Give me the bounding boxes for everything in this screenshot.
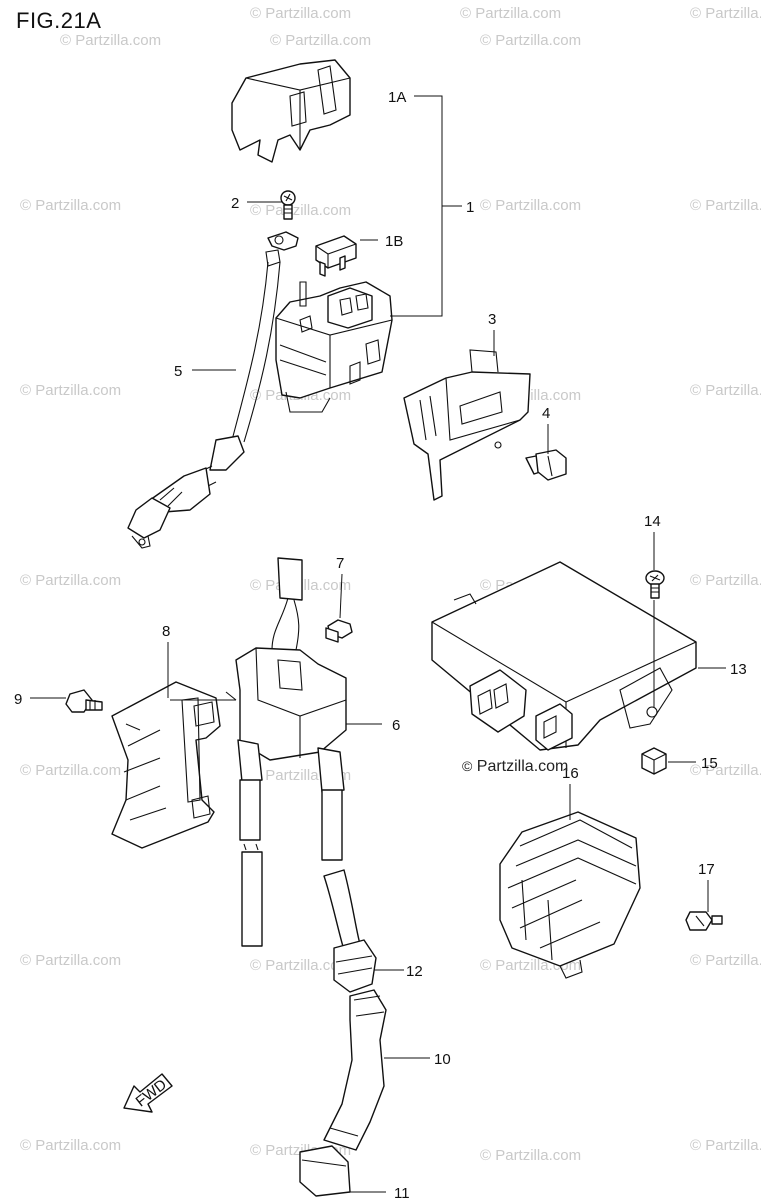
watermark: © Partzilla.com xyxy=(480,197,581,214)
brand-text: Partzilla.com xyxy=(476,758,569,775)
callout-7: 7 xyxy=(336,555,344,572)
watermark: © Partzilla.com xyxy=(270,32,371,49)
watermark: © Partzilla.com xyxy=(20,572,121,589)
callout-1b: 1B xyxy=(385,233,403,250)
callout-3: 3 xyxy=(488,311,496,328)
callout-9: 9 xyxy=(14,691,22,708)
watermark: © Partzilla.com xyxy=(20,1137,121,1154)
callout-1: 1 xyxy=(466,199,474,216)
part-5-starter-cable xyxy=(127,231,299,549)
watermark: © Partzilla.com xyxy=(690,197,761,214)
part-2-screw xyxy=(280,190,296,220)
watermark: © Partzilla.com xyxy=(480,1147,581,1164)
leader-lines xyxy=(30,95,726,1193)
fwd-arrow-icon: FWD xyxy=(123,1073,173,1113)
callout-17: 17 xyxy=(698,861,715,878)
callout-8: 8 xyxy=(162,623,170,640)
part-8-coil-bracket xyxy=(111,681,221,849)
callout-1a: 1A xyxy=(388,89,406,106)
part-12-plug-cap xyxy=(323,869,377,993)
partzilla-brand: © Partzilla.com xyxy=(462,758,568,776)
part-7-screw xyxy=(325,619,353,643)
watermark: © Partzilla.com xyxy=(690,572,761,589)
watermark: © Partzilla.com xyxy=(250,202,351,219)
watermark: © Partzilla.com xyxy=(690,5,761,22)
callout-14: 14 xyxy=(644,513,661,530)
watermark: © Partzilla.com xyxy=(20,952,121,969)
watermark: © Partzilla.com xyxy=(690,762,761,779)
part-1-starter-relay xyxy=(275,281,393,413)
watermark: © Partzilla.com xyxy=(20,197,121,214)
part-15-nut xyxy=(641,747,667,775)
callout-2: 2 xyxy=(231,195,239,212)
part-1a-relay-cover xyxy=(231,59,351,163)
callout-13: 13 xyxy=(730,661,747,678)
part-9-screw xyxy=(65,689,103,713)
watermark: © Partzilla.com xyxy=(60,32,161,49)
watermark: © Partzilla.com xyxy=(250,957,351,974)
watermark: © Partzilla.com xyxy=(20,762,121,779)
callout-16: 16 xyxy=(562,765,579,782)
callout-labels: 1A 1 2 1B 3 4 5 14 7 8 13 9 6 15 16 17 1… xyxy=(14,89,747,1200)
part-16-regulator xyxy=(499,811,641,979)
copyright-symbol: © xyxy=(462,758,473,774)
callout-10: 10 xyxy=(434,1051,451,1068)
part-13-cdi-unit xyxy=(431,561,697,751)
callout-15: 15 xyxy=(701,755,718,772)
part-3-relay-bracket xyxy=(403,349,531,501)
callout-12: 12 xyxy=(406,963,423,980)
watermark: © Partzilla.com xyxy=(690,952,761,969)
callout-6: 6 xyxy=(392,717,400,734)
watermark: © Partzilla.com xyxy=(690,382,761,399)
part-17-screw xyxy=(685,911,723,931)
part-14-screw xyxy=(645,570,665,599)
watermark: © Partzilla.com xyxy=(20,382,121,399)
figure-title: FIG.21A xyxy=(16,8,102,33)
callout-4: 4 xyxy=(542,405,550,422)
watermark: © Partzilla.com xyxy=(460,5,561,22)
watermark: © Partzilla.com xyxy=(250,5,351,22)
watermark-layer: © Partzilla.com © Partzilla.com © Partzi… xyxy=(20,5,761,1164)
watermark: © Partzilla.com xyxy=(690,1137,761,1154)
watermark: © Partzilla.com xyxy=(480,32,581,49)
callout-11: 11 xyxy=(394,1185,410,1200)
part-6-ignition-coil xyxy=(170,557,347,947)
part-1b-fuse xyxy=(315,235,357,277)
part-4-bolt xyxy=(525,449,567,481)
callout-5: 5 xyxy=(174,363,182,380)
part-10-cap-lead xyxy=(323,989,387,1151)
